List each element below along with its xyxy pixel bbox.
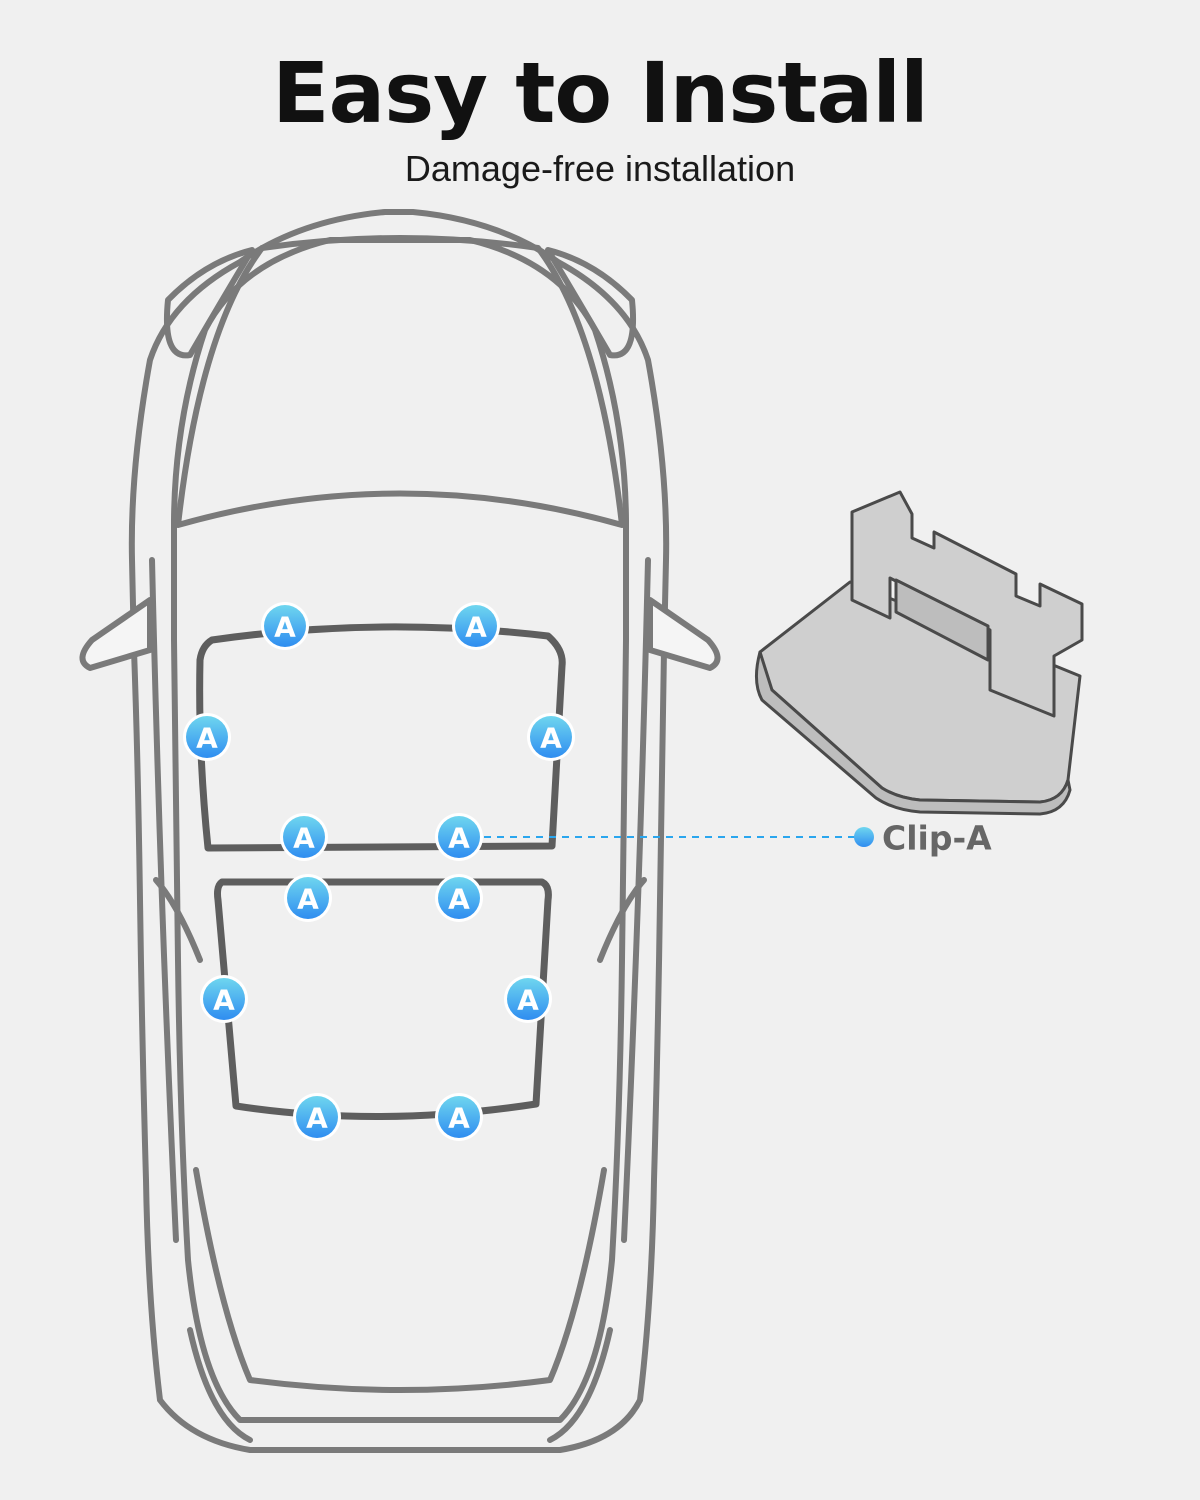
rear-window bbox=[193, 1167, 607, 1393]
clip-marker-label: A bbox=[293, 822, 315, 855]
clip-marker: A bbox=[280, 813, 328, 861]
clip-marker-circle bbox=[203, 978, 245, 1020]
clip-marker-circle bbox=[438, 816, 480, 858]
clip-marker-label: A bbox=[213, 984, 235, 1017]
clip-callout: Clip-A bbox=[484, 819, 992, 858]
clip-marker-circle bbox=[287, 877, 329, 919]
headlight-right bbox=[545, 247, 636, 359]
clip-marker-circle bbox=[264, 605, 306, 647]
clip-marker-circle bbox=[455, 605, 497, 647]
callout-label: Clip-A bbox=[882, 819, 992, 858]
rear-bumper bbox=[187, 1327, 613, 1443]
door-cut-right bbox=[597, 877, 647, 963]
clip-marker: A bbox=[527, 713, 575, 761]
page-subtitle: Damage-free installation bbox=[404, 148, 796, 189]
car-body-outline bbox=[128, 209, 670, 1453]
clip-marker-circle bbox=[296, 1096, 338, 1138]
mirror-right bbox=[647, 597, 721, 671]
clip-marker: A bbox=[435, 1093, 483, 1141]
callout-dot bbox=[854, 827, 874, 847]
clip-marker: A bbox=[504, 975, 552, 1023]
clip-marker-label: A bbox=[297, 883, 319, 916]
clip-marker-circle bbox=[186, 716, 228, 758]
car-top-view bbox=[79, 209, 721, 1453]
clip-marker: A bbox=[200, 975, 248, 1023]
clip-a-illustration bbox=[755, 490, 1084, 816]
clip-marker-circle bbox=[438, 877, 480, 919]
clip-marker: A bbox=[435, 813, 483, 861]
clip-marker: A bbox=[293, 1093, 341, 1141]
clip-marker-label: A bbox=[465, 611, 487, 644]
clip-marker-label: A bbox=[540, 722, 562, 755]
clip-marker-circle bbox=[530, 716, 572, 758]
rear-roof-panel bbox=[214, 878, 552, 1120]
car-inner-outline bbox=[171, 237, 629, 1423]
clip-marker-label: A bbox=[448, 822, 470, 855]
clip-marker: A bbox=[452, 602, 500, 650]
clip-marker: A bbox=[435, 874, 483, 922]
door-cut-left bbox=[153, 877, 203, 963]
clip-marker-label: A bbox=[448, 1102, 470, 1135]
clip-marker: A bbox=[183, 713, 231, 761]
clip-marker: A bbox=[284, 874, 332, 922]
clip-marker-label: A bbox=[196, 722, 218, 755]
clip-slot bbox=[894, 578, 990, 662]
front-roof-panel bbox=[196, 623, 566, 852]
clip-marker-circle bbox=[283, 816, 325, 858]
clip-marker-label: A bbox=[517, 984, 539, 1017]
windshield bbox=[175, 235, 625, 528]
clip-marker-circle bbox=[507, 978, 549, 1020]
door-seam-left bbox=[149, 557, 179, 1243]
clip-marker-circle bbox=[438, 1096, 480, 1138]
clip-marker-label: A bbox=[274, 611, 296, 644]
clip-marker: A bbox=[261, 602, 309, 650]
mirror-left bbox=[79, 597, 153, 671]
clip-marker-label: A bbox=[448, 883, 470, 916]
headlight-left bbox=[164, 247, 255, 359]
page-title: Easy to Install bbox=[272, 44, 929, 142]
clip-marker-label: A bbox=[306, 1102, 328, 1135]
clip-base-edge bbox=[755, 650, 1072, 816]
door-seam-right bbox=[621, 557, 651, 1243]
